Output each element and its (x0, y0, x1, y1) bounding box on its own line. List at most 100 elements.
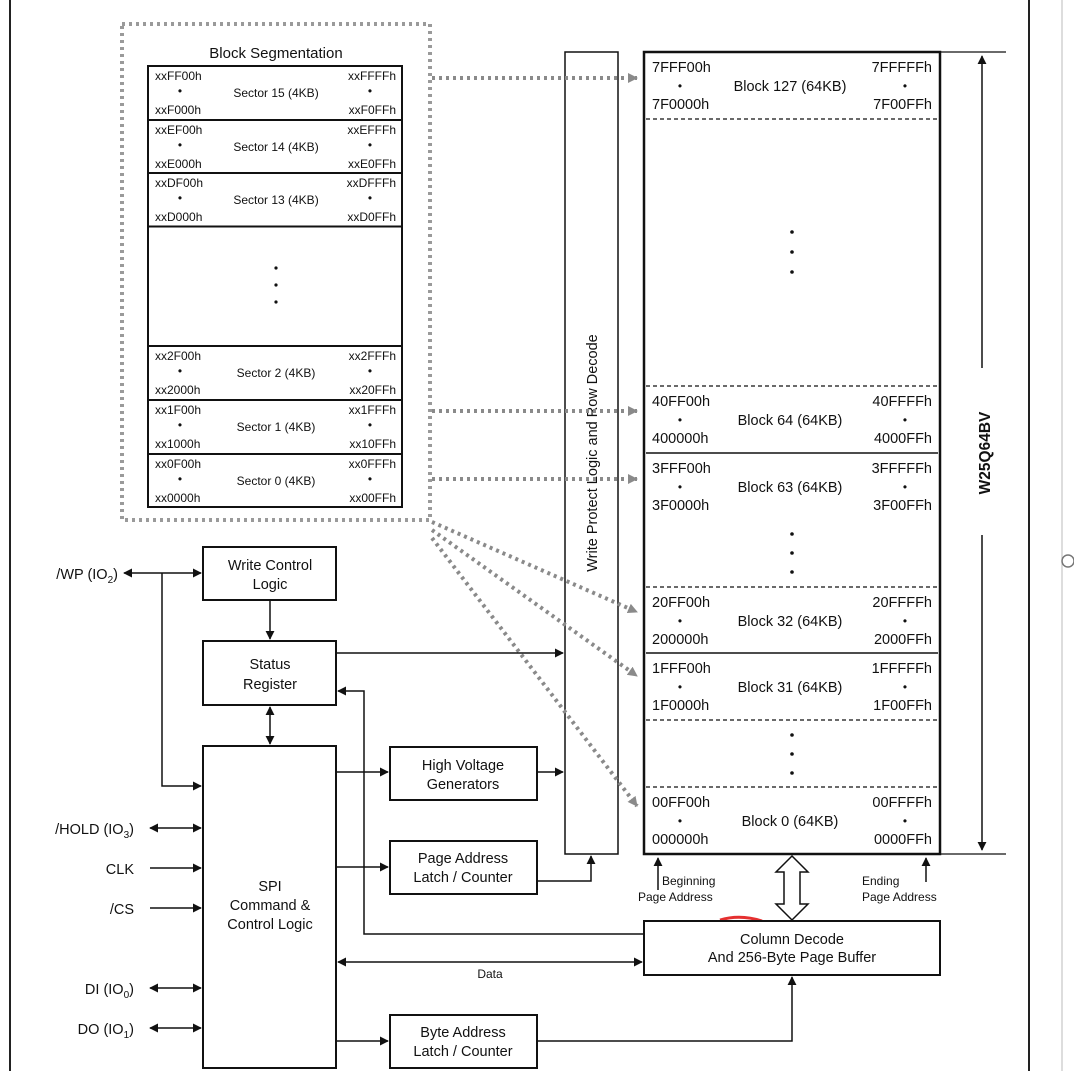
block-start-low: 3F0000h (652, 498, 709, 514)
block-dot-left: • (678, 480, 682, 494)
device-name: W25Q64BV (977, 411, 994, 494)
write-control-logic-box (202, 546, 337, 601)
column-decode-line-2: And 256-Byte Page Buffer (708, 950, 876, 966)
block-start-high: 1FFF00h (652, 661, 711, 677)
data-bus-label: Data (477, 967, 503, 981)
sector-start-low: xx0000h (155, 491, 200, 505)
block-end-low: 4000FFh (874, 431, 932, 447)
block-label: Block 64 (64KB) (738, 413, 843, 429)
spi-line-2: Command & (230, 898, 311, 914)
sector-dot-left: • (178, 84, 182, 98)
connections (123, 568, 797, 1046)
page-address-latch-box (389, 840, 538, 895)
block-label: Block 63 (64KB) (738, 480, 843, 496)
block-start-low: 1F0000h (652, 698, 709, 714)
sector-end-low: xx00FFh (349, 491, 396, 505)
block-end-high: 7FFFFFh (872, 60, 932, 76)
sector-label: Sector 1 (4KB) (237, 420, 316, 434)
sector-start-low: xxF000h (155, 103, 201, 117)
block-dot-left: • (678, 814, 682, 828)
write-protect-label: Write Protect Logic and Row Decode (585, 334, 601, 572)
sector-start-low: xxD000h (155, 210, 202, 224)
sector-start-low: xx2000h (155, 383, 200, 397)
write-control-line-1: Write Control (228, 558, 312, 574)
scrollbar-handle[interactable] (1061, 554, 1074, 568)
sector-label: Sector 15 (4KB) (233, 86, 318, 100)
status-register-line-1: Status (249, 657, 290, 673)
beginning-page-label-1: Beginning (662, 874, 715, 888)
memory-array (642, 50, 942, 856)
sector-end-high: xxFFFFh (348, 69, 396, 83)
block-dot-right: • (903, 480, 907, 494)
sector-start-low: xx1000h (155, 437, 200, 451)
sector-dot-right: • (368, 364, 372, 378)
pin-wp-label: /WP (IO2) (56, 567, 118, 586)
block-start-low: 400000h (652, 431, 708, 447)
write-protect-row-decode (564, 51, 619, 855)
block-end-high: 20FFFFh (872, 595, 932, 611)
block-dot-left: • (678, 79, 682, 93)
block-label: Block 0 (64KB) (742, 814, 839, 830)
sector-dot-left: • (178, 418, 182, 432)
sector-start-high: xxDF00h (155, 176, 203, 190)
ending-page-label-1: Ending (862, 874, 899, 888)
block-start-high: 00FF00h (652, 795, 710, 811)
sector-dot-right: • (368, 418, 372, 432)
block-dot-right: • (903, 614, 907, 628)
sector-end-high: xxEFFFh (347, 123, 396, 137)
sector-end-low: xxD0FFh (347, 210, 396, 224)
block-end-high: 00FFFFh (872, 795, 932, 811)
high-voltage-line-1: High Voltage (422, 758, 504, 774)
sector-end-low: xxF0FFh (349, 103, 396, 117)
block-start-high: 7FFF00h (652, 60, 711, 76)
high-voltage-line-2: Generators (427, 777, 500, 793)
sector-end-low: xx20FFh (349, 383, 396, 397)
sector-end-low: xx10FFh (349, 437, 396, 451)
sector-dot-left: • (178, 472, 182, 486)
spi-command-control-box (202, 745, 337, 1069)
pin-cs-label: /CS (110, 902, 134, 918)
block-dot-right: • (903, 413, 907, 427)
sector-dot-left: • (178, 364, 182, 378)
sector-dot-right: • (368, 138, 372, 152)
ending-page-label-2: Page Address (862, 890, 937, 904)
sector-end-low: xxE0FFh (348, 157, 396, 171)
byte-address-latch-box (389, 1014, 538, 1069)
block-end-high: 1FFFFFh (872, 661, 932, 677)
sector-label: Sector 13 (4KB) (233, 193, 318, 207)
pin-di-label: DI (IO0) (85, 982, 134, 1001)
sector-label: Sector 14 (4KB) (233, 140, 318, 154)
block-start-high: 3FFF00h (652, 461, 711, 477)
sector-start-high: xxEF00h (155, 123, 202, 137)
block-label: Block 127 (64KB) (734, 79, 847, 95)
column-decode-box (643, 920, 941, 976)
sector-dot-right: • (368, 472, 372, 486)
block-start-high: 20FF00h (652, 595, 710, 611)
pin-do-label: DO (IO1) (78, 1022, 134, 1041)
sector-label: Sector 0 (4KB) (237, 474, 316, 488)
sector-dot-right: • (368, 84, 372, 98)
block-dot-right: • (903, 680, 907, 694)
status-register-box (202, 640, 337, 706)
sector-stack (147, 65, 403, 508)
byte-address-line-2: Latch / Counter (413, 1044, 512, 1060)
sector-start-high: xx2F00h (155, 349, 201, 363)
block-dot-right: • (903, 79, 907, 93)
sector-start-high: xx0F00h (155, 457, 201, 471)
column-decode-line-1: Column Decode (740, 932, 844, 948)
high-voltage-generators-box (389, 746, 538, 801)
block-dot-left: • (678, 413, 682, 427)
